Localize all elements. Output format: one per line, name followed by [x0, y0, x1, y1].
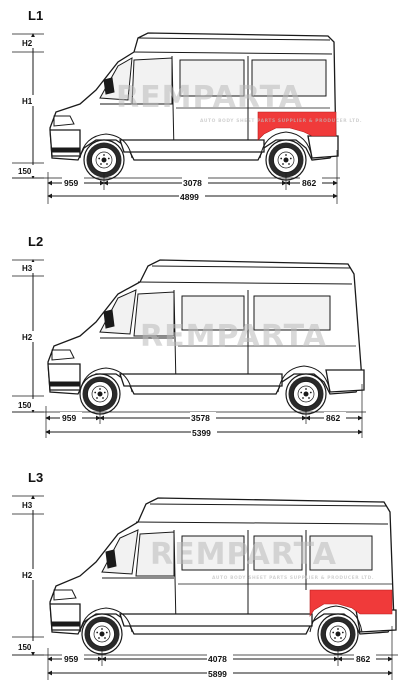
van-drawing: [12, 32, 340, 181]
dim-wheelbase: 3078: [183, 178, 202, 188]
height-label-mid: H1: [22, 97, 33, 106]
dim-total-length: 5399: [192, 428, 211, 438]
watermark-sub: AUTO BODY SHEET PARTS SUPPLIER & PRODUCE…: [212, 575, 374, 581]
watermark-sub: AUTO BODY SHEET PARTS SUPPLIER & PRODUCE…: [200, 118, 362, 124]
height-label-bottom: 150: [18, 401, 32, 410]
dim-total-length: 4899: [180, 192, 199, 202]
dim-rear-overhang: 862: [302, 178, 316, 188]
panel-label: L3: [28, 470, 43, 485]
height-dimensions: H2 H1 150: [12, 33, 44, 179]
height-label-mid: H2: [22, 333, 33, 342]
height-label-top: H3: [22, 264, 33, 273]
watermark: REMPARTA: [116, 80, 303, 115]
panel-label: L2: [28, 234, 43, 249]
length-dimensions: 959 3078 862 4899: [47, 150, 338, 204]
dim-front-overhang: 959: [64, 178, 78, 188]
highlight-rear-arch-panel: [309, 589, 393, 617]
height-dimensions: H3 H2 150: [12, 259, 44, 413]
height-label-bottom: 150: [18, 643, 32, 652]
dim-total-length: 5899: [208, 669, 227, 679]
length-dimensions: 959 3578 862 5399: [45, 384, 363, 438]
panel-label: L1: [28, 8, 43, 23]
highlight-rear-arch-panel: [257, 111, 337, 141]
height-label-top: H3: [22, 501, 33, 510]
watermark: REMPARTA: [150, 537, 337, 572]
panel-l1: L1 H2 H1 150: [12, 8, 362, 204]
dim-rear-overhang: 862: [326, 413, 340, 423]
panel-l3: L3 H3 H2 150: [12, 470, 398, 680]
van-drawing: [12, 259, 366, 415]
dim-front-overhang: 959: [62, 413, 76, 423]
dim-front-overhang: 959: [64, 654, 78, 664]
length-dimensions: 959 4078 862 5899: [47, 626, 393, 680]
dim-wheelbase: 4078: [208, 654, 227, 664]
dim-wheelbase: 3578: [191, 413, 210, 423]
dim-rear-overhang: 862: [356, 654, 370, 664]
height-label-bottom: 150: [18, 167, 32, 176]
panel-l2: L2 H3 H2 150: [12, 234, 366, 438]
van-drawing: [12, 497, 398, 656]
height-label-top: H2: [22, 39, 33, 48]
watermark: REMPARTA: [140, 319, 327, 354]
height-label-mid: H2: [22, 571, 33, 580]
height-dimensions: H3 H2 150: [12, 495, 44, 656]
